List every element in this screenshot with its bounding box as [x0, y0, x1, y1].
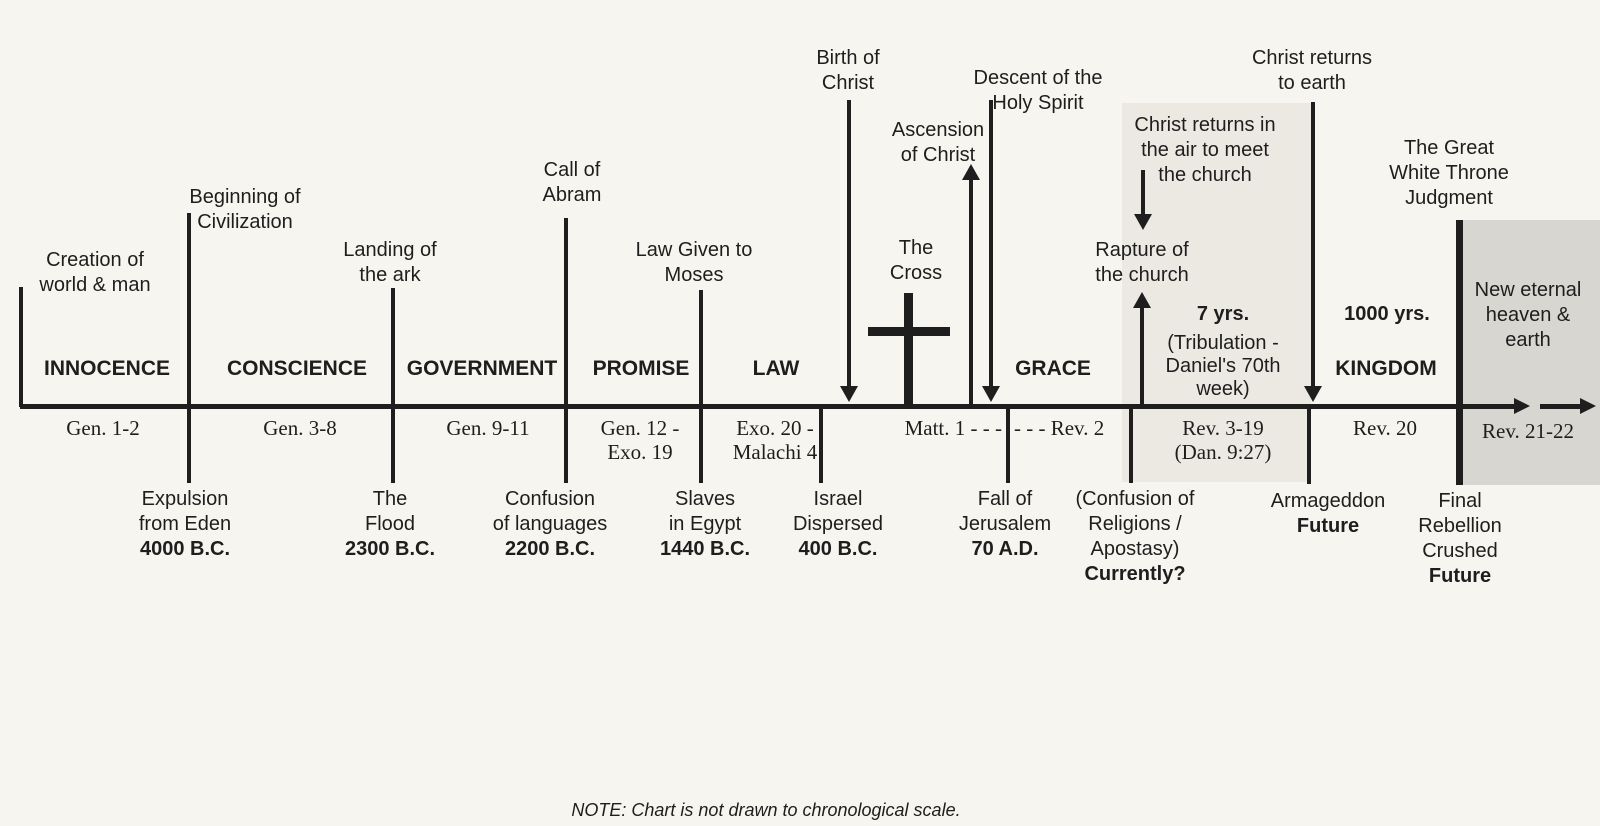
event-birth-christ-label: Birth of Christ	[816, 47, 880, 94]
tick-law-given	[699, 290, 703, 483]
scripture-gen-1-2: Gen. 1-2	[66, 416, 140, 440]
event-date: 2200 B.C.	[504, 538, 596, 560]
event-call-abram-label: Call of Abram	[542, 159, 602, 206]
event-the-cross-label: The Cross	[889, 237, 943, 284]
event-landing-ark-label: Landing of the ark	[343, 239, 437, 286]
event-white-throne-label: The Great White Throne Judgment	[1389, 137, 1509, 209]
event-beginning-civilization-label: Beginning of Civilization	[189, 186, 301, 233]
event-date: Currently?	[1084, 563, 1186, 585]
scripture-exo-20-malachi-4: Exo. 20 - Malachi 4	[732, 416, 818, 464]
arrow-shaft	[1311, 102, 1315, 388]
event-label: (Confusion of Religions / Apostasy)	[1075, 488, 1195, 560]
period-1000-years: 1000 yrs.	[1344, 303, 1430, 325]
cross-vertical-bar	[904, 293, 913, 405]
period-7-years: 7 yrs.	[1196, 303, 1250, 325]
dispensation-grace: GRACE	[1015, 357, 1091, 380]
event-expulsion-eden: Expulsion from Eden 4000 B.C.	[90, 487, 280, 562]
tick-rapture-boundary	[1129, 404, 1133, 483]
arrowhead-down-icon	[982, 386, 1000, 402]
tick-fall-of-jerusalem	[1006, 404, 1010, 483]
dispensation-kingdom: KINGDOM	[1335, 357, 1437, 380]
arrow-shaft	[1141, 170, 1145, 216]
timeline-arrowhead-icon	[1514, 398, 1530, 414]
dispensation-innocence: INNOCENCE	[43, 357, 170, 380]
event-rapture-label: Rapture of the church	[1095, 239, 1189, 286]
tick-landing-of-ark	[391, 288, 395, 483]
event-returns-to-earth-label: Christ returns to earth	[1251, 47, 1373, 94]
timeline-line	[20, 404, 1518, 409]
event-confusion-religions: (Confusion of Religions / Apostasy) Curr…	[1040, 487, 1230, 587]
event-label: Slaves in Egypt	[668, 488, 742, 535]
event-israel-dispersed: Israel Dispersed 400 B.C.	[743, 487, 933, 562]
arrow-shaft	[989, 100, 993, 388]
scripture-gen-3-8: Gen. 3-8	[263, 416, 337, 440]
scripture-rev-21-22: Rev. 21-22	[1482, 419, 1574, 443]
scripture-matt-1: Matt. 1 - - -	[904, 416, 1002, 440]
event-label: Final Rebellion Crushed	[1418, 490, 1502, 562]
event-date: 2300 B.C.	[344, 538, 436, 560]
event-label: Armageddon	[1270, 490, 1386, 512]
dispensation-government: GOVERNMENT	[406, 357, 558, 380]
dispensation-promise: PROMISE	[592, 357, 690, 380]
event-armageddon: Armageddon Future	[1233, 489, 1423, 539]
event-ascension-label: Ascension of Christ	[891, 119, 985, 166]
event-label: Israel Dispersed	[792, 488, 884, 535]
event-the-flood: The Flood 2300 B.C.	[295, 487, 485, 562]
event-new-eternal-label: New eternal heaven & earth	[1474, 279, 1582, 351]
tick-call-of-abram	[564, 218, 568, 483]
event-label: Expulsion from Eden	[138, 488, 232, 535]
scripture-gen-12-exo-19: Gen. 12 - Exo. 19	[600, 416, 680, 464]
event-label: Fall of Jerusalem	[958, 488, 1052, 535]
timeline-continuation-line	[1540, 404, 1582, 409]
tick-white-throne-judgment	[1456, 220, 1463, 485]
event-label: Confusion of languages	[492, 488, 608, 535]
event-date: Future	[1428, 565, 1492, 587]
arrowhead-down-icon	[1304, 386, 1322, 402]
tick-armageddon	[1307, 404, 1311, 484]
event-final-rebellion: Final Rebellion Crushed Future	[1365, 489, 1555, 589]
arrowhead-down-icon	[1134, 214, 1152, 230]
timeline-continuation-arrowhead-icon	[1580, 398, 1596, 414]
tick-creation	[19, 287, 23, 407]
cross-horizontal-bar	[868, 327, 950, 336]
event-date: 400 B.C.	[798, 538, 878, 560]
eternal-state-shaded-band	[1463, 220, 1600, 485]
tick-israel-dispersed	[819, 404, 823, 483]
scripture-rev-2: - - - Rev. 2	[1014, 416, 1105, 440]
event-label: The Flood	[364, 488, 416, 535]
event-descent-spirit-label: Descent of the Holy Spirit	[973, 67, 1103, 114]
period-tribulation-note: (Tribulation - Daniel's 70th week)	[1165, 332, 1281, 400]
arrowhead-up-icon	[1133, 292, 1151, 308]
event-date: Future	[1296, 515, 1360, 537]
event-creation-label: Creation of world & man	[39, 249, 151, 296]
tribulation-shaded-band	[1122, 103, 1311, 482]
arrowhead-up-icon	[962, 164, 980, 180]
event-date: 4000 B.C.	[139, 538, 231, 560]
arrow-shaft	[847, 100, 851, 388]
event-law-given-label: Law Given to Moses	[635, 239, 753, 286]
event-returns-in-air-label: Christ returns in the air to meet the ch…	[1134, 114, 1276, 186]
event-fall-jerusalem: Fall of Jerusalem 70 A.D.	[910, 487, 1100, 562]
dispensation-conscience: CONSCIENCE	[226, 357, 368, 380]
arrow-shaft	[1140, 306, 1144, 406]
arrow-shaft	[969, 178, 973, 406]
scripture-rev-3-19: Rev. 3-19 (Dan. 9:27)	[1174, 416, 1272, 464]
event-date: 1440 B.C.	[659, 538, 751, 560]
event-slaves-egypt: Slaves in Egypt 1440 B.C.	[610, 487, 800, 562]
scale-note: NOTE: Chart is not drawn to chronologica…	[571, 800, 961, 820]
scripture-rev-20: Rev. 20	[1353, 416, 1417, 440]
event-confusion-languages: Confusion of languages 2200 B.C.	[455, 487, 645, 562]
dispensation-law: LAW	[752, 357, 800, 380]
event-date: 70 A.D.	[971, 538, 1039, 560]
arrowhead-down-icon	[840, 386, 858, 402]
scripture-gen-9-11: Gen. 9-11	[446, 416, 530, 440]
tick-beginning-of-civilization	[187, 213, 191, 483]
